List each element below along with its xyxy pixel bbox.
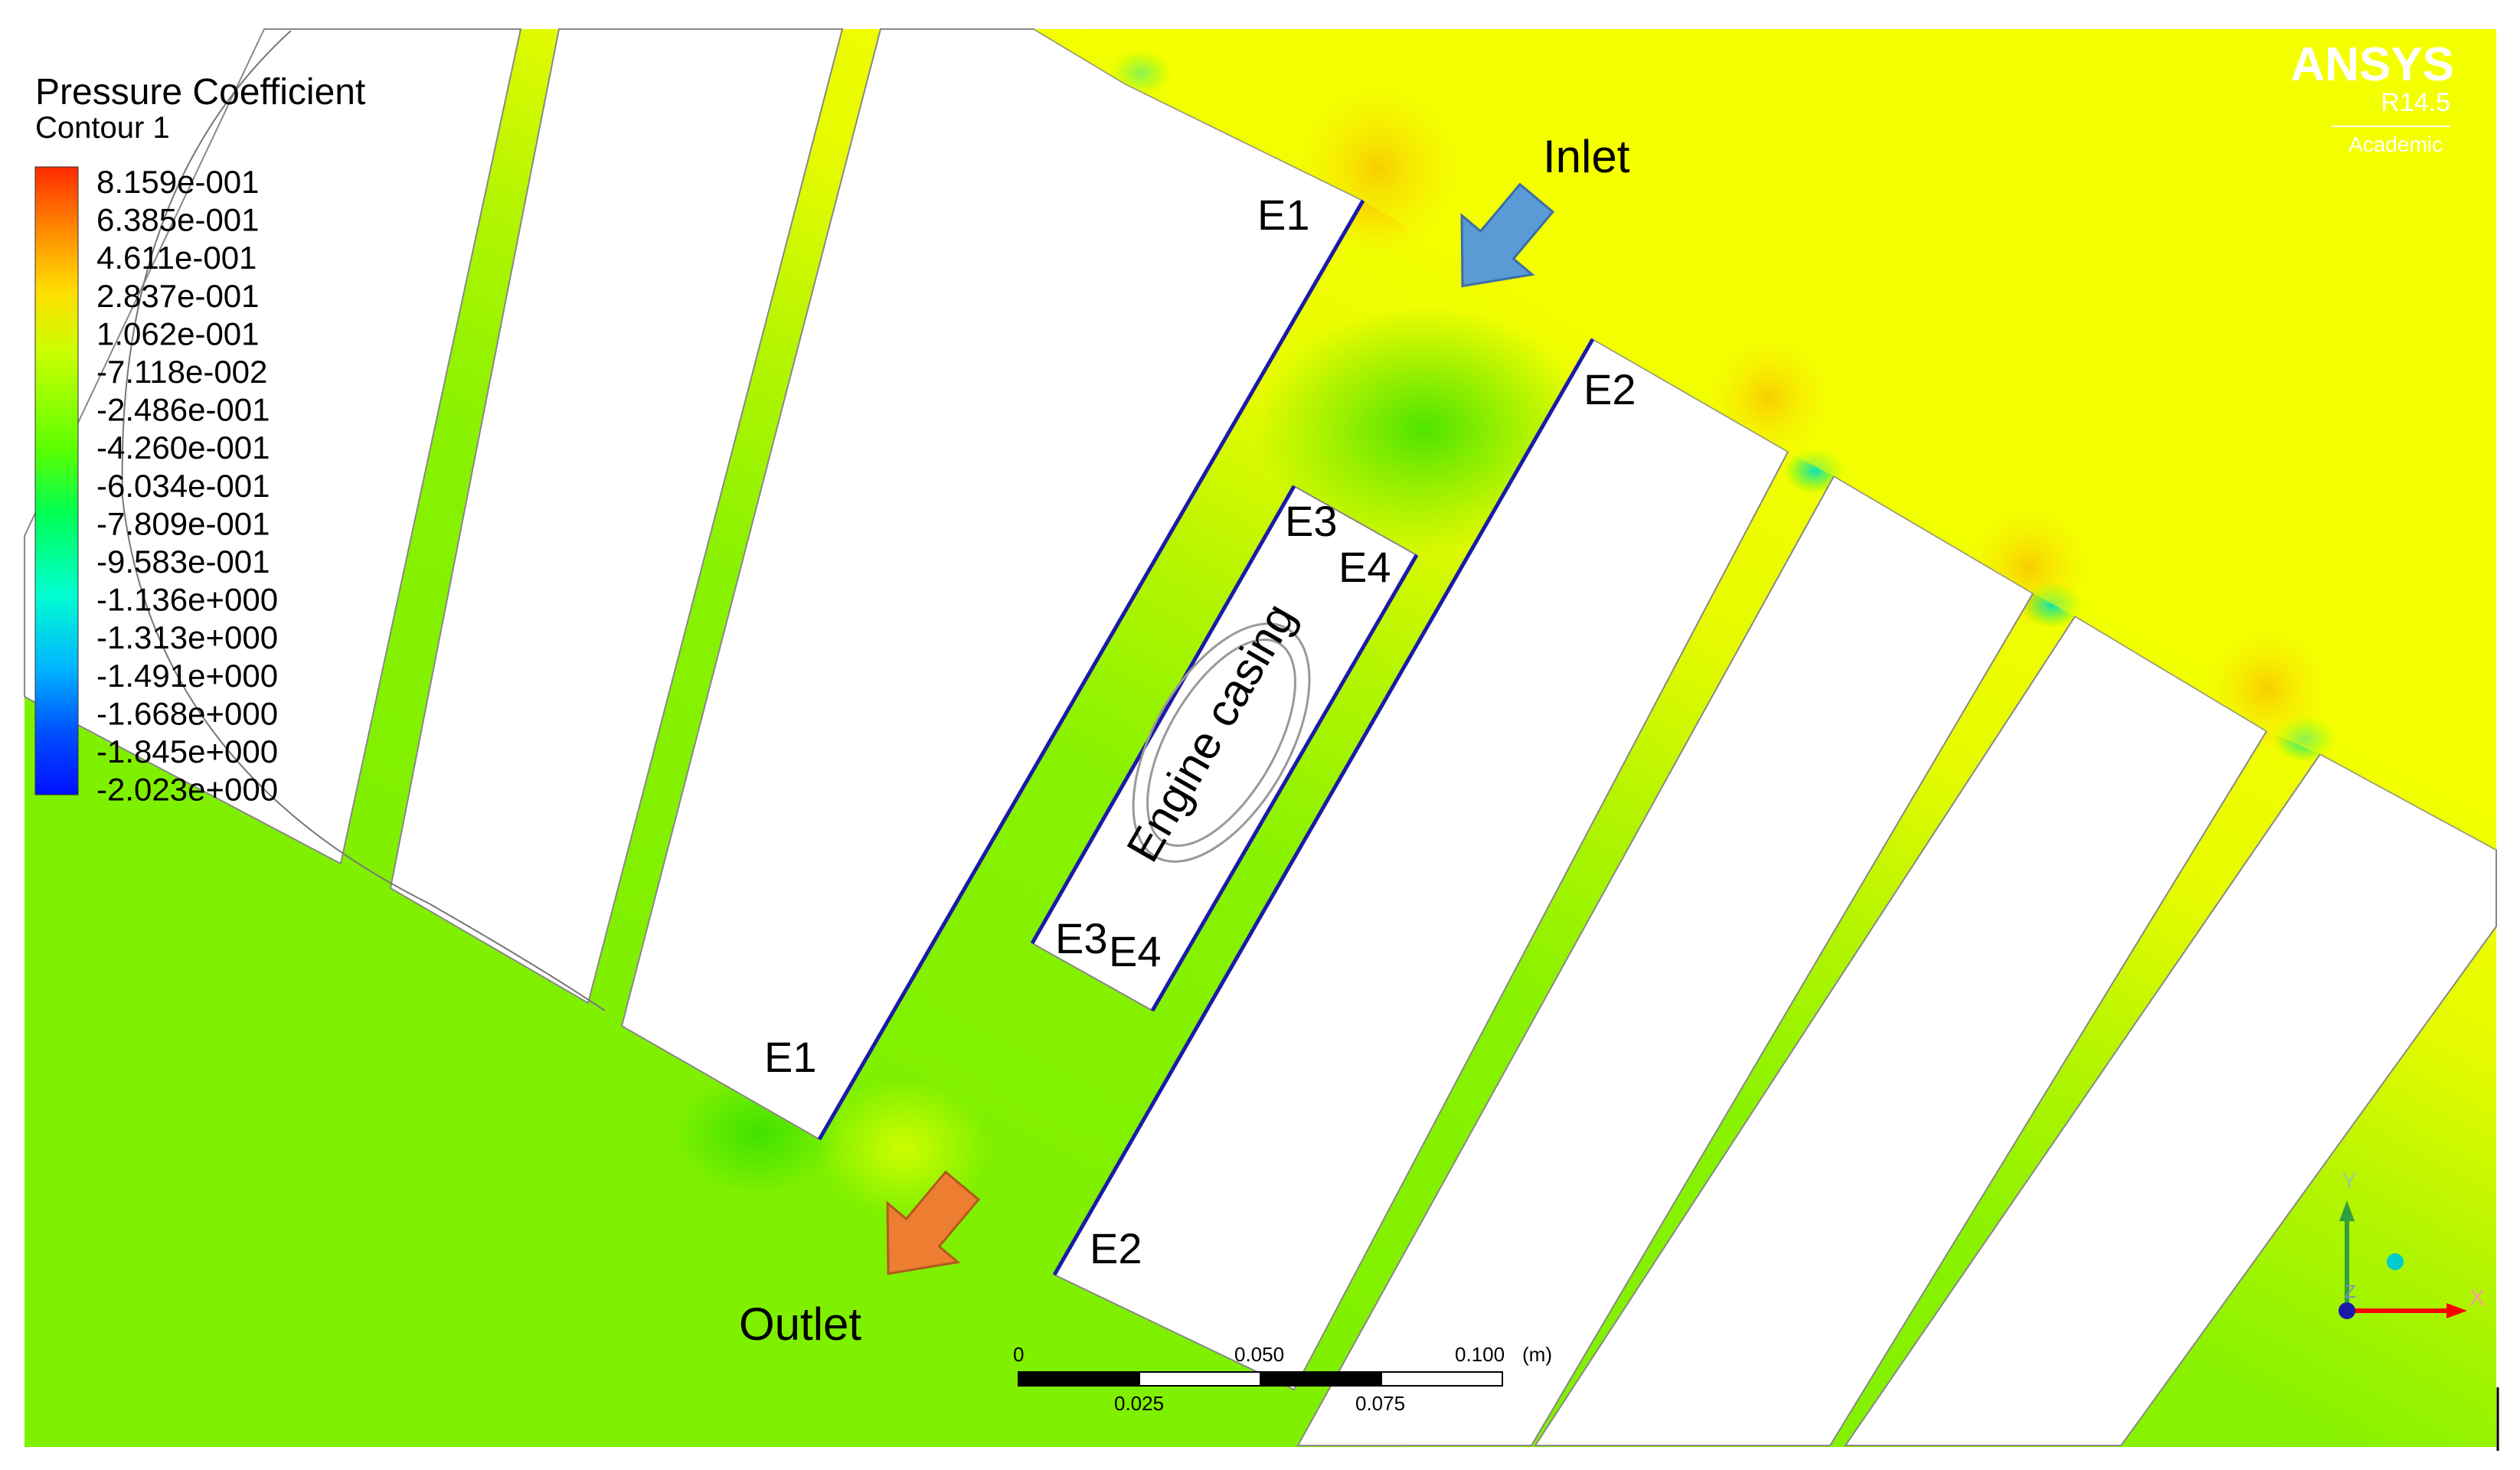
y-axis-head [2339,1200,2355,1221]
z-axis-label: Z [2345,1282,2356,1302]
legend-level-label: 2.837e-001 [96,278,260,314]
legend-title: Pressure Coefficient [35,72,365,113]
scale-label: 0.075 [1355,1392,1405,1415]
legend-level-label: -1.491e+000 [96,658,278,694]
legend-level-label: -1.668e+000 [96,695,278,731]
outlet-arrow [886,1170,980,1276]
scale-label: 0.050 [1234,1343,1284,1366]
legend-level-label: -4.260e-001 [96,430,270,466]
fin-slot [1296,475,2035,1446]
legend-levels: 8.159e-0016.385e-0014.611e-0012.837e-001… [96,164,278,808]
inlet-arrow-shape [1460,182,1554,288]
legend-level-label: -1.136e+000 [96,582,278,618]
engine-casing-outline [1132,622,1311,863]
wall-e1 [817,199,1365,1141]
label-e2-bottom: E2 [1090,1224,1142,1272]
axis-triad: X Y Z [2339,1168,2485,1319]
logo-text: ANSYS [2290,38,2454,91]
scale-seg [1018,1371,1140,1387]
legend-level-label: -1.845e+000 [96,733,278,769]
legend: Pressure Coefficient Contour 1 8.159e-00… [34,72,365,808]
scale-unit: (m) [1522,1343,1552,1366]
legend-level-label: -6.034e-001 [96,468,270,504]
x-axis-head [2446,1303,2467,1318]
legend-level-label: -2.486e-001 [96,392,270,428]
legend-colorbar [34,166,79,795]
fin-slot [389,28,844,1004]
z-axis-dot [2339,1302,2355,1319]
wall-e2 [1052,338,1595,1276]
edition-text: Academic [2348,132,2443,156]
engine-casing-outline [1146,638,1296,848]
inlet-arrow [1460,182,1554,288]
scale-seg [1260,1371,1382,1387]
scale-seg [1139,1371,1261,1387]
outlet-arrow-shape [886,1170,980,1276]
wall-e3 [1030,485,1296,945]
legend-level-label: -7.809e-001 [96,505,270,541]
legend-subtitle: Contour 1 [35,111,170,145]
label-e3-top: E3 [1285,497,1338,545]
label-e3-bottom: E3 [1055,914,1108,962]
label-e2-top: E2 [1584,365,1636,413]
legend-level-label: -2.023e+000 [96,772,278,808]
ansys-logo: ANSYS R14.5 Academic [2290,38,2454,156]
inlet-label: Inlet [1543,131,1630,182]
label-e4-bottom: E4 [1109,927,1162,975]
legend-level-label: -7.118e-002 [96,354,267,390]
legend-level-label: 6.385e-001 [96,202,260,238]
label-e4-top: E4 [1338,543,1391,591]
label-e1-bottom: E1 [764,1033,817,1081]
outlet-label: Outlet [739,1298,861,1350]
label-e1-top: E1 [1257,191,1310,239]
y-axis-label: Y [2342,1168,2357,1194]
field-yellow-zone [1034,29,2496,850]
legend-level-label: 1.062e-001 [96,315,260,351]
scale-seg [1381,1371,1503,1387]
light-indicator-icon [2387,1253,2404,1270]
scale-label: 0.025 [1114,1392,1164,1415]
wall-e4 [1150,554,1419,1012]
legend-level-label: -9.583e-001 [96,544,270,580]
domain-boundary-curve [121,30,606,1011]
x-axis-label: X [2469,1285,2485,1311]
legend-level-label: -1.313e+000 [96,619,278,655]
scale-bar: 0 0.050 0.100 (m) 0.025 0.075 [1013,1343,1552,1415]
scale-label: 0 [1013,1343,1024,1366]
legend-level-label: 4.611e-001 [96,240,257,276]
legend-level-label: 8.159e-001 [96,164,260,200]
scale-label: 0.100 [1455,1343,1505,1366]
version-text: R14.5 [2381,88,2450,117]
